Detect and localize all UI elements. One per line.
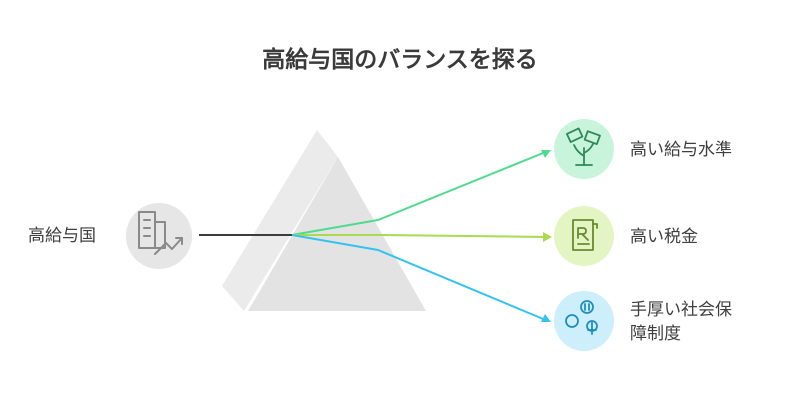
source-label: 高給与国 [28, 226, 96, 246]
outcome-label-high-salary: 高い給与水準 [630, 140, 732, 160]
money-plant-icon [565, 127, 601, 166]
outcome-social-security [554, 291, 614, 351]
beam-to-social-security [291, 234, 549, 322]
title: 高給与国のバランスを探る [262, 47, 538, 73]
beam-to-high-tax [292, 234, 549, 238]
outcome-high-tax [554, 206, 614, 266]
social-coins-icon [565, 300, 598, 335]
beam-to-high-salary [291, 150, 549, 236]
prism-back-face [222, 130, 338, 311]
arrowhead-high-salary [541, 150, 551, 158]
outcome-icon-circle [554, 291, 614, 351]
prism [222, 130, 426, 311]
tax-document-icon [572, 219, 598, 251]
source-node [126, 203, 192, 269]
outcome-high-salary [554, 119, 614, 179]
outcome-label-social-security: 手厚い社会保障制度 [630, 300, 732, 344]
outcome-label-high-tax: 高い税金 [630, 227, 698, 247]
source-icon-circle [126, 203, 192, 269]
arrowhead-high-tax [543, 232, 552, 242]
arrowhead-social-security [541, 314, 551, 322]
growth-building-icon [138, 211, 183, 255]
